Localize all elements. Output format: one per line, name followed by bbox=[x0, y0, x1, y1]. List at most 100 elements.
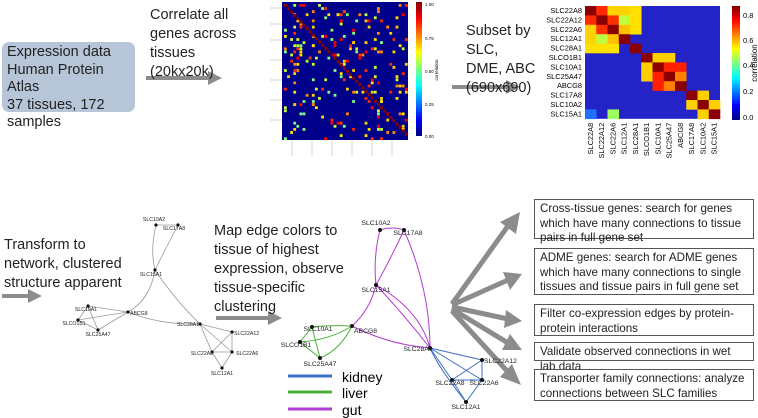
big-heatmap-diagonal-cell bbox=[315, 37, 318, 40]
small-heatmap-cell bbox=[596, 24, 608, 35]
big-heatmap-cell bbox=[302, 41, 306, 44]
big-heatmap-cell bbox=[395, 78, 399, 82]
network-node-label: SLC22A12 bbox=[484, 358, 517, 365]
small-heatmap-colorbar bbox=[732, 6, 740, 120]
network-node bbox=[480, 358, 484, 362]
big-heatmap-cell bbox=[404, 90, 408, 94]
small-heatmap-col-label: SLCO1B1 bbox=[642, 123, 651, 156]
network-colored bbox=[299, 227, 483, 403]
big-heatmap-cell bbox=[293, 69, 297, 72]
network-node-label: ABCG8 bbox=[354, 328, 377, 335]
big-heatmap-cell bbox=[355, 90, 359, 94]
small-heatmap-cell bbox=[630, 6, 642, 16]
big-heatmap-cell bbox=[392, 38, 396, 41]
big-heatmap-cell bbox=[352, 69, 355, 72]
big-heatmap-diagonal-cell bbox=[330, 53, 334, 57]
big-heatmap-cell bbox=[284, 47, 287, 51]
big-cb-tick-0: 1.00 bbox=[425, 2, 434, 7]
big-heatmap-cell bbox=[380, 19, 383, 23]
small-heatmap-cell bbox=[585, 34, 597, 44]
legend-label-liver: liver bbox=[342, 385, 368, 401]
big-heatmap-cell bbox=[380, 128, 383, 131]
big-heatmap-cell bbox=[370, 78, 374, 82]
big-heatmap-cell bbox=[284, 69, 287, 72]
small-heatmap: SLC22A8SLC22A8SLC22A12SLC22A12SLC22A6SLC… bbox=[546, 6, 758, 159]
network-node-label: SLC15A1 bbox=[140, 272, 162, 278]
big-heatmap-diagonal-cell bbox=[318, 40, 322, 44]
step-subset-text: Subset by SLC, DME, ABC (690x690) bbox=[466, 22, 566, 98]
big-heatmap-diagonal-cell bbox=[293, 13, 297, 17]
big-heatmap-cell bbox=[339, 75, 343, 79]
step2-line-2: tissues bbox=[150, 45, 196, 61]
big-heatmap-cell bbox=[346, 13, 349, 17]
outcome-text-0: Cross-tissue genes: search for genes whi… bbox=[540, 202, 742, 245]
small-heatmap-cell bbox=[585, 24, 597, 35]
small-heatmap-col-label: SLC10A1 bbox=[654, 123, 663, 155]
big-heatmap-diagonal-cell bbox=[342, 66, 346, 70]
small-heatmap-col-label: SLC22A6 bbox=[609, 123, 618, 155]
big-heatmap-diagonal-cell bbox=[367, 93, 371, 97]
big-heatmap-diagonal-cell bbox=[380, 106, 384, 110]
big-heatmap-diagonal-cell bbox=[355, 79, 359, 83]
big-heatmap-cell bbox=[315, 87, 318, 91]
big-heatmap-cell bbox=[293, 72, 297, 75]
big-heatmap-cell bbox=[333, 44, 337, 48]
big-heatmap-diagonal-cell bbox=[327, 50, 331, 54]
network-node-label: SLCO1B1 bbox=[281, 342, 312, 349]
outcome-box-wet-lab: Validate observed connections in wet lab… bbox=[534, 342, 754, 373]
small-heatmap-cell bbox=[663, 81, 676, 91]
small-cb-tick-4: 0.0 bbox=[743, 113, 753, 122]
big-heatmap-cell bbox=[352, 128, 355, 131]
big-heatmap-cell bbox=[333, 93, 337, 97]
small-heatmap-cell bbox=[585, 109, 597, 120]
step1-line-2: 37 tissues, 172 bbox=[7, 96, 105, 113]
big-heatmap-diagonal-cell bbox=[404, 132, 408, 136]
small-heatmap-col-label: SLC25A47 bbox=[665, 123, 674, 159]
big-heatmap-cell bbox=[349, 44, 352, 48]
big-heatmap-cell bbox=[330, 38, 334, 41]
big-heatmap-cell bbox=[333, 124, 337, 128]
outcome-text-4: Transporter family connections: analyze … bbox=[540, 372, 745, 400]
small-heatmap-cell bbox=[663, 71, 676, 82]
small-heatmap-cell bbox=[607, 43, 620, 54]
network-node-label: SLC25A47 bbox=[85, 332, 110, 338]
big-heatmap-cell bbox=[311, 25, 315, 29]
small-heatmap-cell bbox=[618, 15, 631, 26]
big-heatmap-cell bbox=[333, 41, 337, 44]
small-heatmap-col-label: SLC12A1 bbox=[620, 123, 629, 155]
outcome-box-cross-tissue: Cross-tissue genes: search for genes whi… bbox=[534, 199, 754, 244]
big-heatmap-cell bbox=[324, 78, 328, 82]
big-heatmap-cell bbox=[293, 44, 297, 48]
big-heatmap-cell bbox=[364, 41, 368, 44]
big-heatmap-cell bbox=[377, 31, 380, 35]
big-heatmap-cell bbox=[315, 106, 318, 110]
big-cb-label: correlation bbox=[434, 59, 439, 81]
big-heatmap-cell bbox=[302, 112, 306, 116]
big-heatmap-cell bbox=[336, 13, 340, 17]
small-heatmap-row-label: SLC10A1 bbox=[550, 62, 582, 71]
network-node bbox=[402, 228, 406, 232]
big-heatmap-diagonal-cell bbox=[377, 103, 380, 106]
small-heatmap-cell bbox=[697, 109, 710, 120]
big-heatmap-cell bbox=[364, 13, 368, 17]
big-heatmap-cell bbox=[330, 121, 334, 125]
big-heatmap-cell bbox=[299, 53, 303, 57]
legend-label-gut: gut bbox=[342, 402, 362, 418]
big-heatmap-cell bbox=[364, 69, 368, 72]
network-node-label: SLC17A8 bbox=[163, 226, 185, 232]
big-heatmap-cell bbox=[380, 137, 383, 141]
big-heatmap-cell bbox=[389, 31, 393, 35]
big-heatmap-cell bbox=[315, 56, 318, 60]
big-heatmap-cell bbox=[299, 50, 303, 54]
big-heatmap-cell bbox=[299, 44, 303, 48]
big-heatmap-cell bbox=[293, 90, 297, 94]
big-cb-tick-2: 0.50 bbox=[425, 69, 434, 74]
network-node-label: SLC28A1 bbox=[177, 322, 199, 328]
big-heatmap-diagonal-cell bbox=[395, 122, 399, 126]
big-heatmap-diagonal-cell bbox=[290, 10, 294, 14]
big-heatmap-cell bbox=[370, 47, 374, 51]
big-heatmap-cell bbox=[398, 44, 402, 48]
big-heatmap-cell bbox=[290, 53, 293, 57]
network-node bbox=[198, 322, 202, 326]
small-heatmap-col-label: SLC10A2 bbox=[699, 123, 708, 155]
